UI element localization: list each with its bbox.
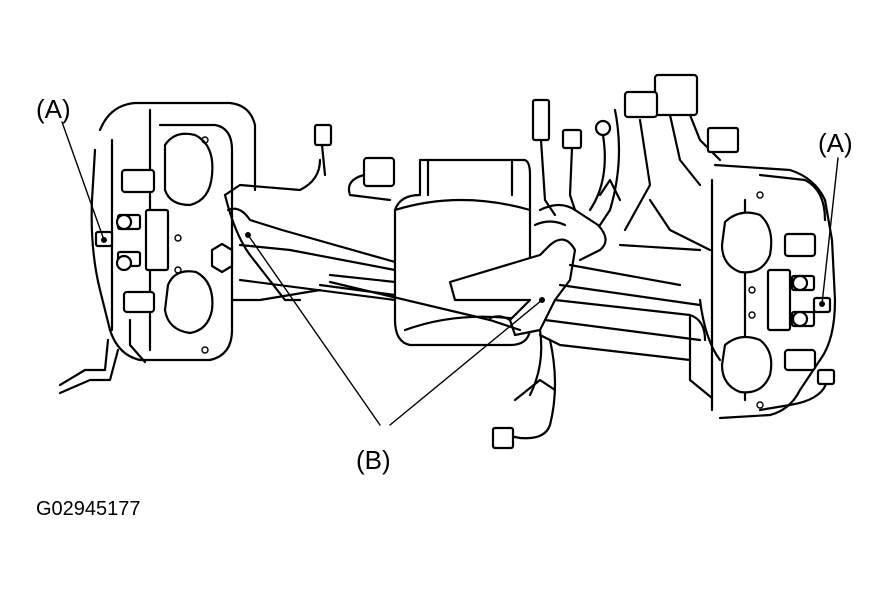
center-intake-block [393, 158, 532, 347]
callout-a-right: (A) [818, 128, 853, 158]
callout-b: (B) [356, 445, 391, 475]
b-point-left [245, 232, 251, 238]
leader-lines [61, 121, 839, 426]
figure-code: G02945177 [36, 498, 141, 520]
right-cylinder-head [688, 163, 837, 420]
upper-right-branches [531, 73, 740, 252]
left-a-point [101, 237, 107, 243]
left-cylinder-head [58, 101, 257, 395]
right-a-point [819, 301, 825, 307]
callout-a-left: (A) [36, 94, 71, 124]
b-point-right [539, 297, 545, 303]
